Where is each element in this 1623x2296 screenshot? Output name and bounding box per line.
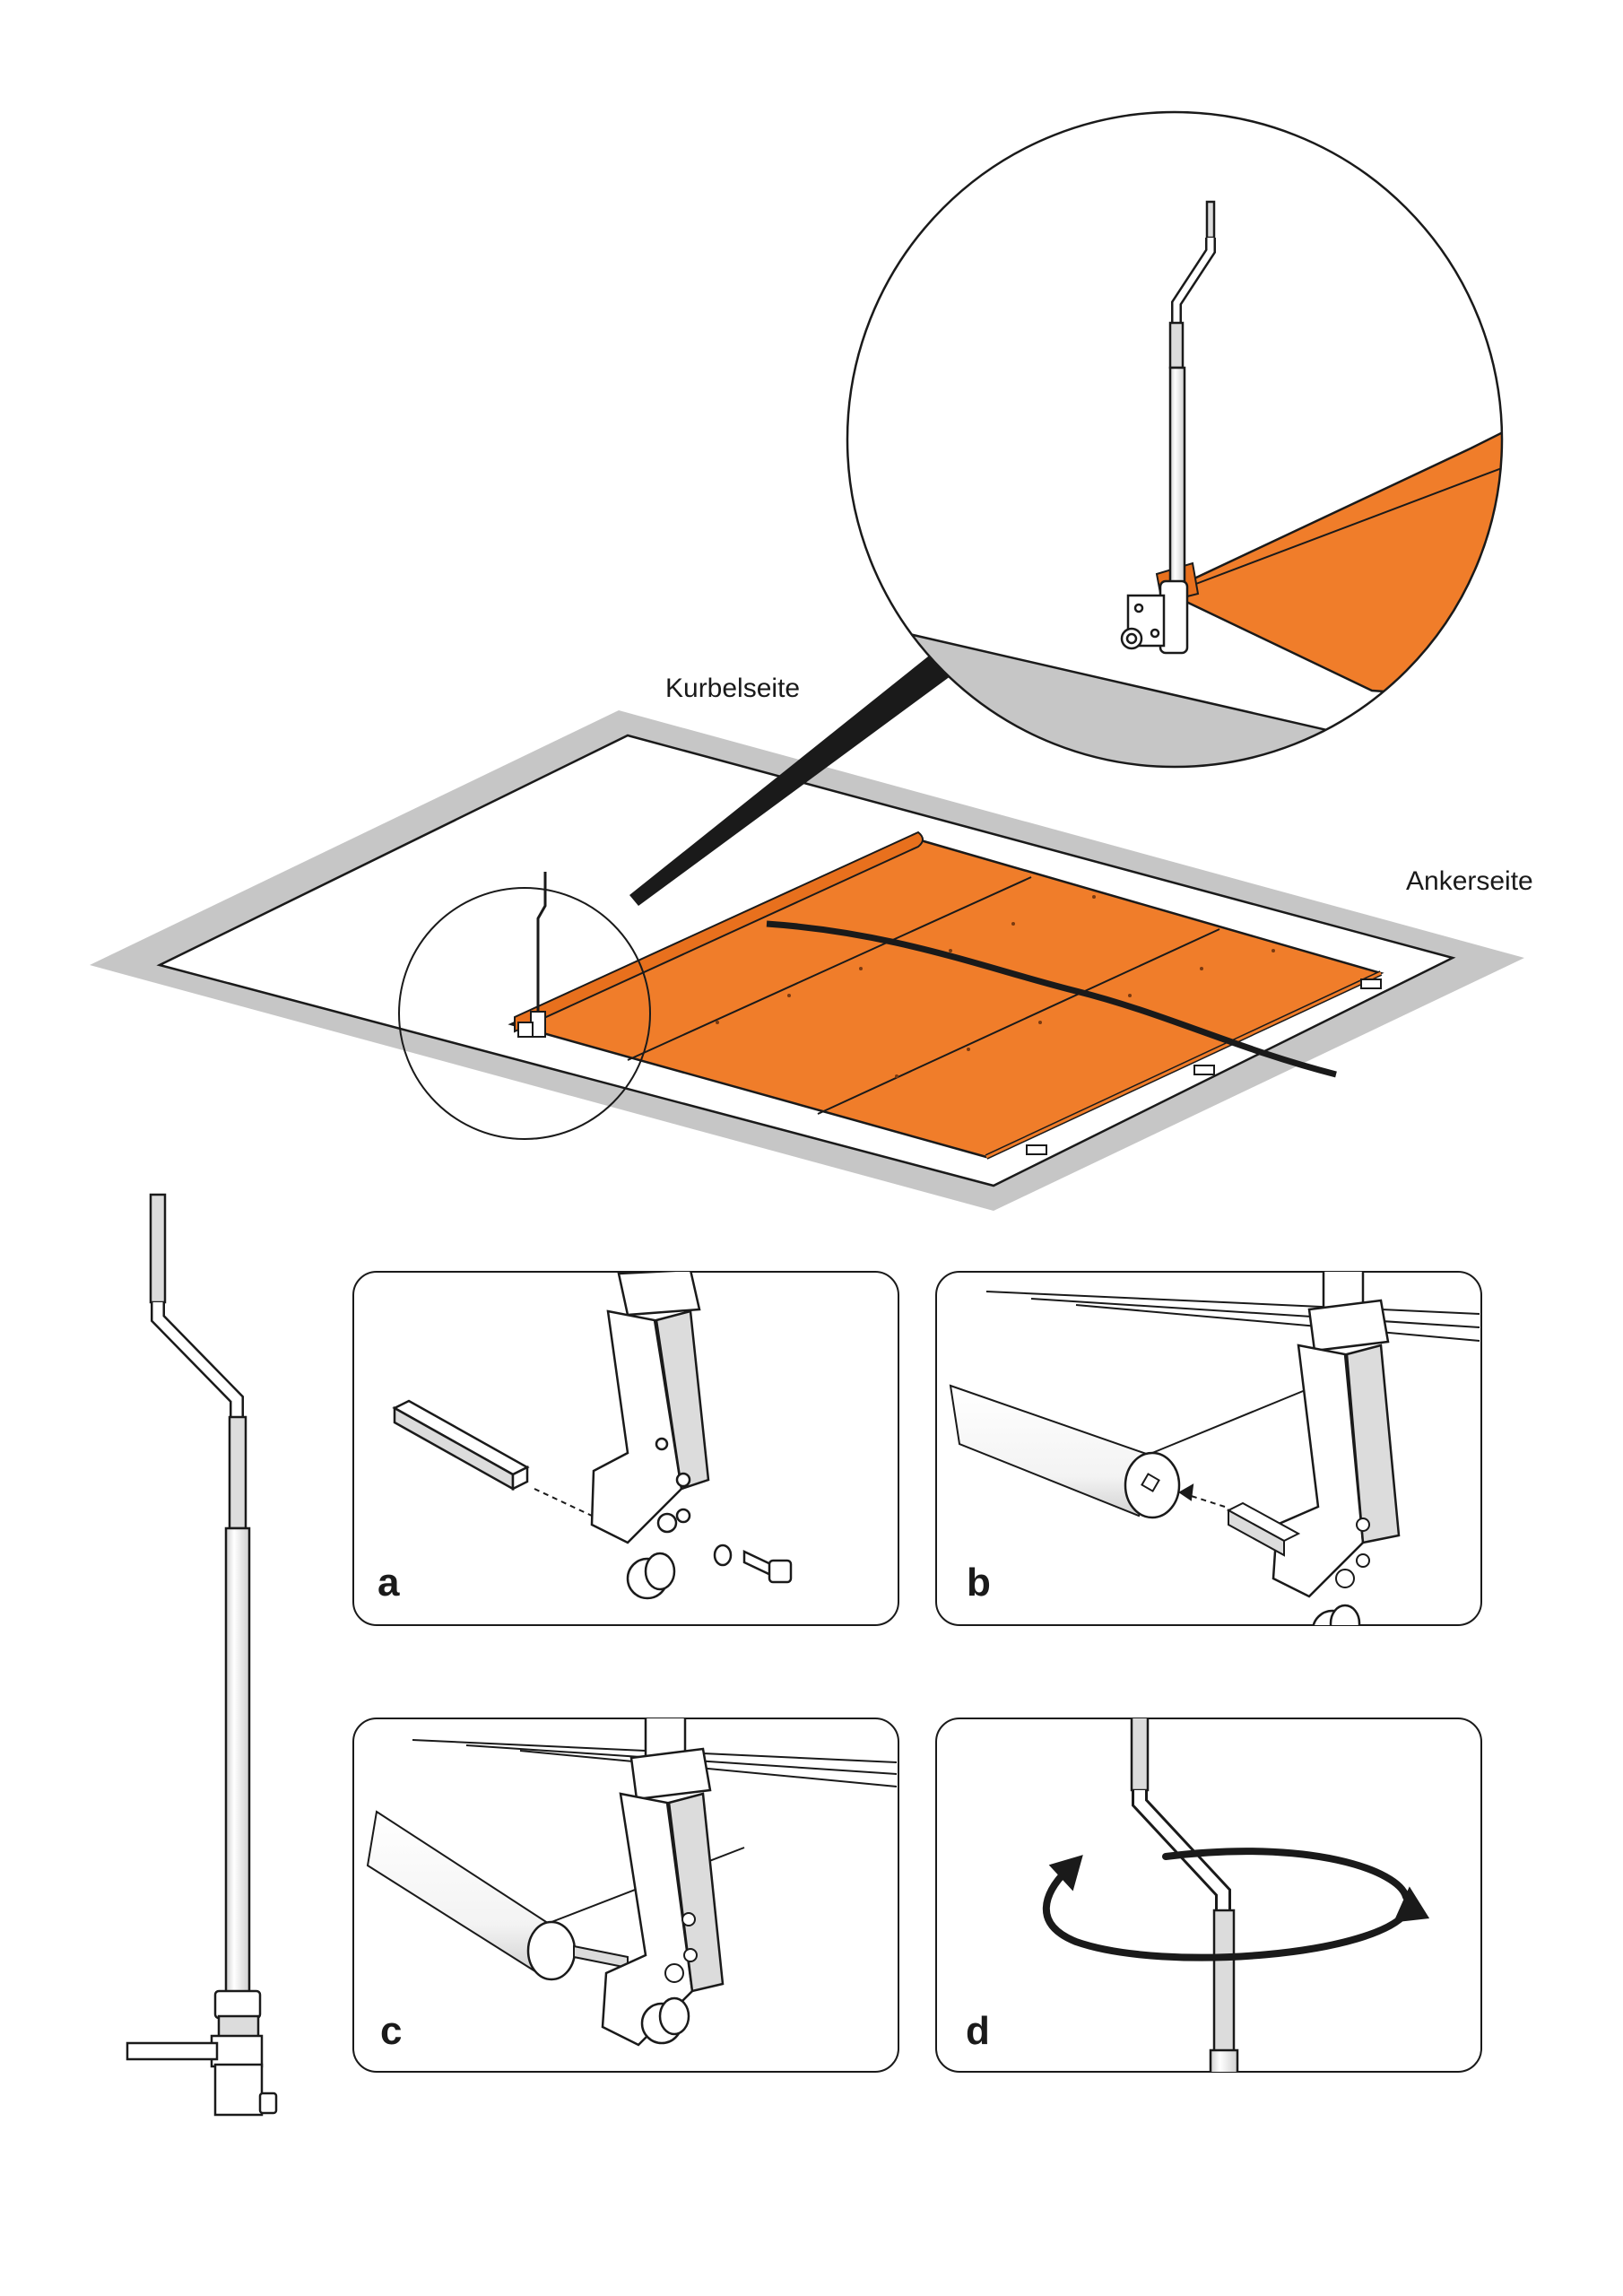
panel-d-letter: d bbox=[966, 2009, 990, 2053]
anchor-bracket bbox=[1026, 978, 1382, 1155]
step-panel-a bbox=[352, 1271, 899, 1626]
pool-cover bbox=[508, 831, 1384, 1160]
zoom-detail bbox=[846, 110, 1504, 769]
crank-side-label: Kurbelseite bbox=[665, 674, 801, 703]
pool-overview bbox=[90, 646, 1524, 1211]
anchor-side-label: Ankerseite bbox=[1406, 866, 1533, 896]
step-panel-d bbox=[935, 1718, 1482, 2073]
cover-roller bbox=[514, 831, 924, 1033]
cover-seam bbox=[627, 876, 1032, 1061]
panel-b-letter: b bbox=[967, 1561, 991, 1605]
panel-a-letter: a bbox=[378, 1561, 400, 1605]
detail-marker-circle bbox=[398, 887, 651, 1140]
zoom-connector bbox=[629, 646, 958, 906]
rotation-arrow-icon bbox=[1042, 1848, 1411, 1961]
panel-c-letter: c bbox=[380, 2009, 403, 2053]
step-panel-c bbox=[352, 1718, 899, 2073]
cover-strap bbox=[766, 920, 1337, 1078]
anchor-rod-highlight bbox=[985, 971, 1382, 1159]
crank-zoomed bbox=[1120, 200, 1216, 655]
cover-seam bbox=[817, 928, 1220, 1115]
step-panel-b bbox=[935, 1271, 1482, 1626]
crank-full bbox=[126, 1193, 278, 2117]
